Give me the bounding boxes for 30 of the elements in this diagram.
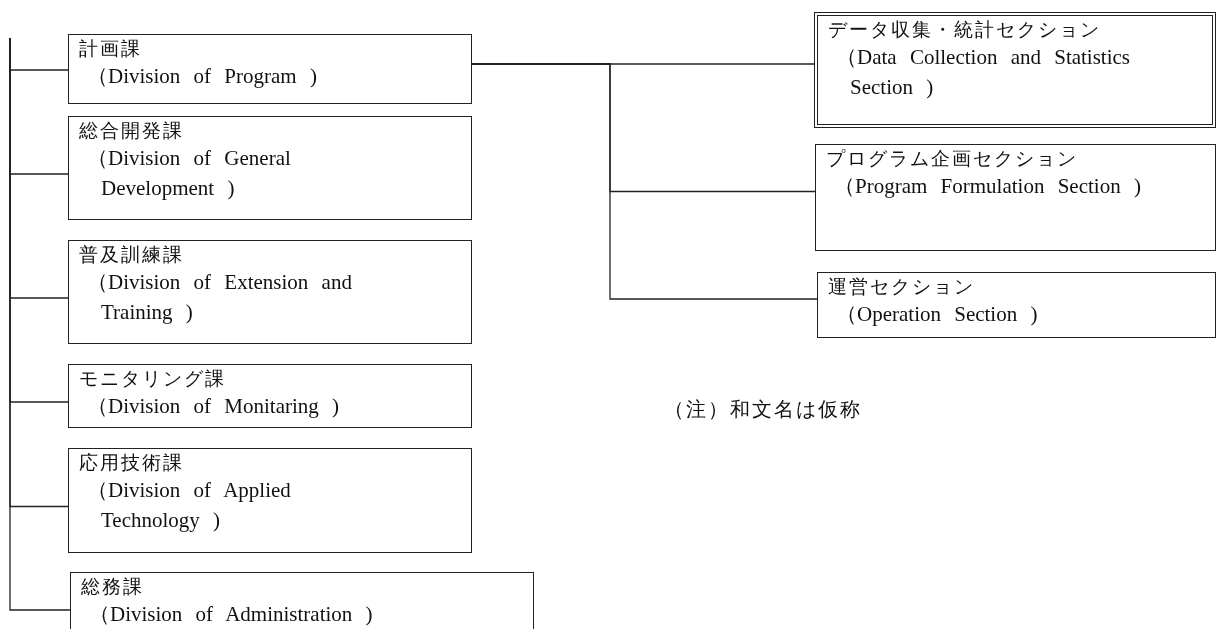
org-box bbox=[68, 364, 472, 428]
english-name: （Division of Monitaring ) bbox=[86, 393, 341, 420]
unit-name: データ収集・統計セクション bbox=[828, 18, 1102, 42]
org-box bbox=[815, 144, 1216, 251]
english-name: （Data Collection and Statistics Section ) bbox=[835, 44, 1132, 101]
org-box bbox=[68, 116, 472, 220]
unit-name: 運営セクション bbox=[828, 275, 976, 299]
org-box bbox=[68, 34, 472, 104]
unit-name: 総合開発課 bbox=[79, 119, 185, 143]
unit-name: 総務課 bbox=[81, 575, 145, 599]
english-name: （Division of Extension and Training ) bbox=[86, 269, 353, 326]
english-name: （Program Formulation Section ) bbox=[833, 173, 1142, 200]
unit-name: 計画課 bbox=[79, 37, 143, 61]
english-name: （Division of Administration ) bbox=[88, 601, 374, 628]
org-box bbox=[817, 272, 1216, 338]
unit-name: 応用技術課 bbox=[79, 451, 185, 475]
org-box bbox=[70, 572, 534, 629]
connector-line bbox=[9, 37, 71, 611]
english-name: （Division of Applied Technology ) bbox=[86, 477, 292, 534]
note-text: （注）和文名は仮称 bbox=[664, 397, 862, 422]
english-name: （Operation Section ) bbox=[835, 301, 1039, 328]
org-box bbox=[68, 240, 472, 344]
english-name: （Division of Program ) bbox=[86, 63, 318, 90]
connector-line bbox=[471, 63, 818, 300]
english-name: （Division of General Development ) bbox=[86, 145, 292, 202]
unit-name: 普及訓練課 bbox=[79, 243, 185, 267]
org-box bbox=[68, 448, 472, 553]
unit-name: プログラム企画セクション bbox=[826, 147, 1079, 171]
unit-name: モニタリング課 bbox=[79, 367, 227, 391]
org-box bbox=[814, 12, 1216, 128]
